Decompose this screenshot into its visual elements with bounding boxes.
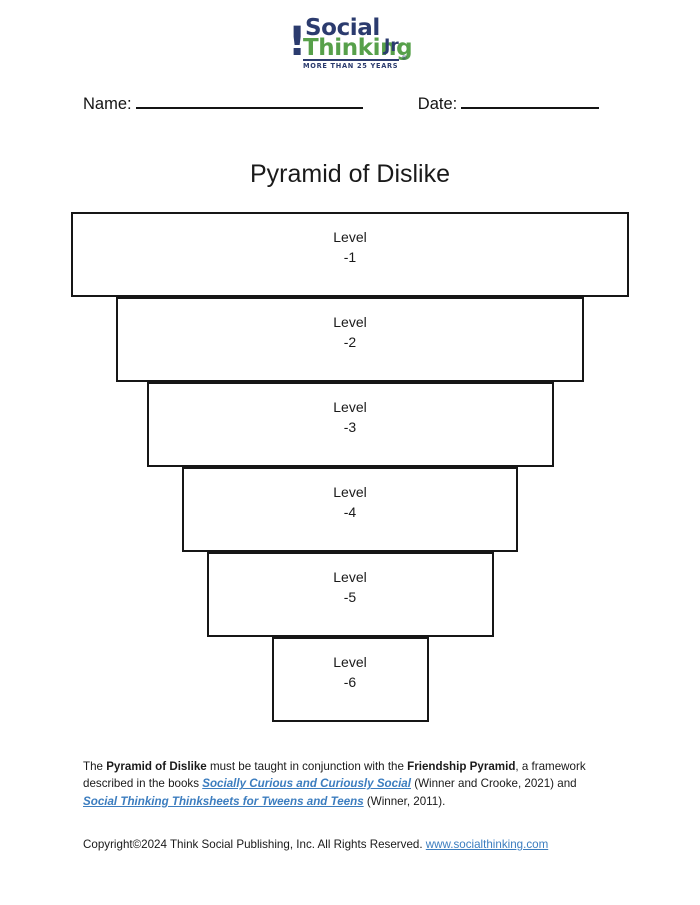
exclamation-mark-icon: ! [288,19,307,65]
date-field-group: Date: [417,92,600,114]
level-label: Level [333,569,367,585]
name-date-row: Name: Date: [83,92,623,114]
pyramid-level-6[interactable]: Level -6 [271,637,429,722]
pyramid-level-5[interactable]: Level -5 [206,552,494,637]
footer-text-4: (Winner and Crooke, 2021) and [410,777,577,791]
pyramid-level-3[interactable]: Level -3 [146,382,554,467]
footer-bold-pyramid-of-dislike: Pyramid of Dislike [106,760,207,773]
footer-text-3: , a framework described in the books [83,760,586,791]
level-number: -2 [343,334,357,350]
copyright-line: Copyright©2024 Think Social Publishing, … [83,836,623,853]
pyramid-row: Level -6 [0,637,700,722]
pyramid-row: Level -3 [0,382,700,467]
pyramid-row: Level -1 [0,212,700,297]
footer-bold-friendship-pyramid: Friendship Pyramid [407,760,516,773]
level-label: Level [333,654,367,670]
pyramid-row: Level -2 [0,297,700,382]
website-link[interactable]: www.socialthinking.com [425,838,549,851]
level-label: Level [333,314,367,330]
date-input-blank[interactable] [461,92,600,109]
pyramid-level-4[interactable]: Level -4 [182,467,518,552]
level-number: -6 [343,674,357,690]
book-link-socially-curious[interactable]: Socially Curious and Curiously Social [202,777,411,791]
pyramid-level-2[interactable]: Level -2 [116,297,584,382]
pyramid-level-1[interactable]: Level -1 [71,212,629,297]
logo-word-jr: Jr [384,36,399,56]
footer-text-5: (Winner, 2011). [363,794,446,808]
level-number: -4 [343,504,357,520]
registered-trademark-icon: ® [402,56,407,62]
level-label: Level [333,484,367,500]
logo-word-thinking: Thinking [303,35,413,61]
footer-text-1: The [83,760,107,773]
name-field-group: Name: [83,92,363,114]
pyramid-row: Level -5 [0,552,700,637]
logo-divider-rule [303,59,399,61]
book-link-thinksheets[interactable]: Social Thinking Thinksheets for Tweens a… [83,794,364,808]
page-title: Pyramid of Dislike [249,160,451,188]
pyramid-row: Level -4 [0,467,700,552]
footer-text-2: must be taught in conjunction with the [206,760,408,773]
social-thinking-logo: ! Social Thinking Jr ® MORE THAN 25 YEAR… [288,15,413,74]
level-number: -1 [343,249,357,265]
footer-note: The Pyramid of Dislike must be taught in… [83,758,595,810]
name-label: Name: [83,95,132,113]
level-number: -5 [343,589,357,605]
level-label: Level [333,399,367,415]
copyright-text: Copyright©2024 Think Social Publishing, … [83,838,426,851]
pyramid-diagram: Level -1 Level -2 Level -3 Level -4 Leve… [0,212,700,722]
logo-word-social: Social [305,15,380,41]
brand-logo: ! Social Thinking Jr ® MORE THAN 25 YEAR… [0,16,700,74]
level-label: Level [333,229,367,245]
name-input-blank[interactable] [135,92,363,109]
date-label: Date: [417,95,458,113]
logo-tagline: MORE THAN 25 YEARS [303,62,399,70]
level-number: -3 [343,419,357,435]
